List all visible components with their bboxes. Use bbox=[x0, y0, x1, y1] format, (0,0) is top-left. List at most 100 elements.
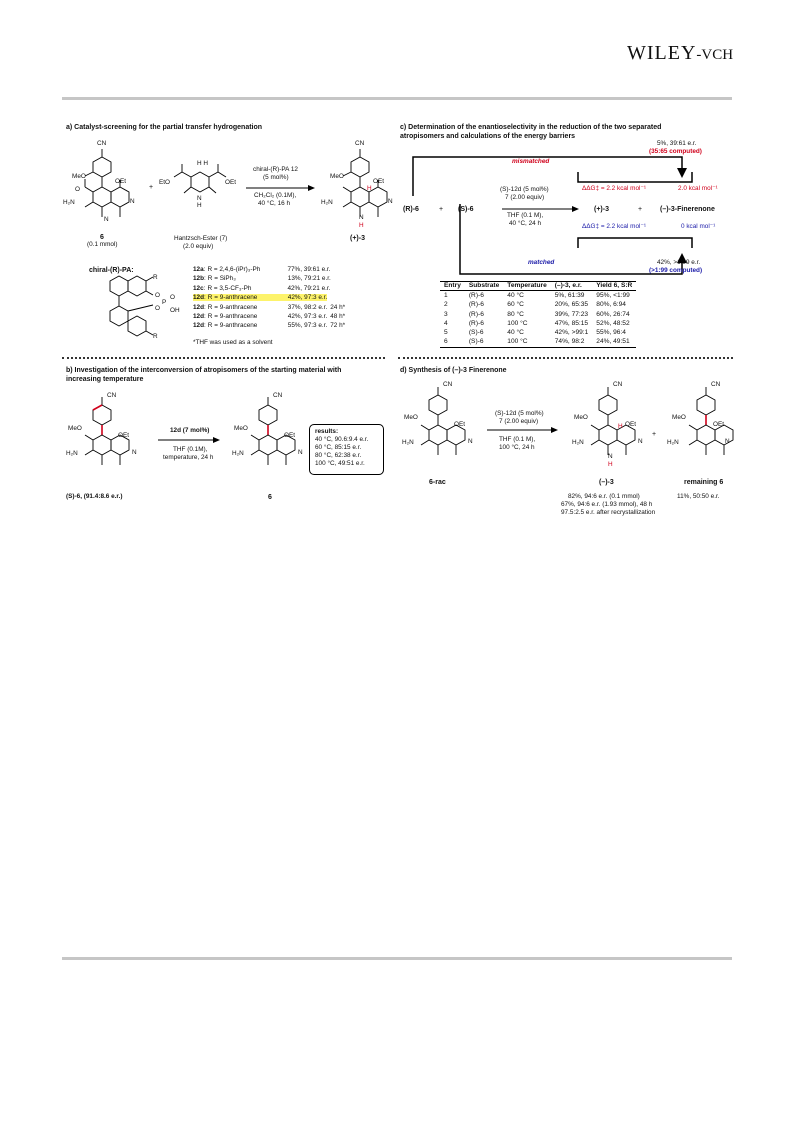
table-cell: (R)-6 bbox=[468, 292, 484, 299]
result-40: 40 °C, 90.6:9.4 e.r. bbox=[315, 436, 369, 443]
h2n-label-6: H₂N bbox=[63, 199, 75, 206]
sm-label-b: (S)-6, (91.4:8.6 e.r.) bbox=[66, 493, 123, 500]
o-label-cat-2: O bbox=[170, 294, 175, 301]
o-label-cat-3: O bbox=[155, 305, 160, 312]
n-label-r6: N bbox=[725, 438, 730, 445]
hantzsch-equiv: (2.0 equiv) bbox=[183, 243, 214, 250]
panel-a-title: a) Catalyst-screening for the partial tr… bbox=[66, 124, 263, 131]
h2n-label-r6: H₂N bbox=[667, 439, 679, 446]
catalyst-result: 37%, 98:2 e.r. bbox=[287, 303, 328, 311]
sm-amount: (0.1 mmol) bbox=[87, 241, 118, 248]
panel-d-title: d) Synthesis of (–)-3 Finerenone bbox=[400, 367, 507, 374]
catalyst-r: R = 9-anthracene bbox=[207, 322, 258, 330]
result-d-1: 82%, 94:6 e.r. (0.1 mmol) bbox=[568, 493, 640, 500]
matched-result: 42%, >1:99 e.r. bbox=[657, 259, 701, 266]
nh-label-m3: N bbox=[608, 453, 613, 460]
catalyst-id: 12c bbox=[193, 284, 204, 292]
table-cell: 39%, 77:23 bbox=[554, 310, 589, 318]
table-header: Yield 6, S:R bbox=[592, 281, 637, 291]
catalyst-id: 12d bbox=[193, 303, 205, 311]
results-box: results: 40 °C, 90.6:9.4 e.r. 60 °C, 85:… bbox=[309, 424, 384, 475]
results-title: results: bbox=[315, 428, 339, 435]
catalyst-label: chiral-(R)-PA: bbox=[89, 267, 134, 274]
cn-label-s6: CN bbox=[107, 392, 117, 399]
prod-plus-3: (+)-3 bbox=[594, 206, 609, 213]
catalyst-id: 12d bbox=[193, 312, 205, 320]
prod-finerenone: (–)-3-Finerenone bbox=[660, 206, 715, 213]
structure-s6 bbox=[84, 397, 130, 465]
h2n-label-6rac: H₂N bbox=[402, 439, 414, 446]
separator-c-d bbox=[398, 357, 733, 359]
n-label-6b: N bbox=[298, 449, 303, 456]
cond-b-2: temperature, 24 h bbox=[163, 454, 214, 461]
meo-label-r6: MeO bbox=[672, 414, 686, 421]
oet-label-6: OEt bbox=[115, 178, 127, 185]
meo-label-6: MeO bbox=[72, 173, 86, 180]
result-80: 80 °C, 62:38 e.r. bbox=[315, 452, 362, 459]
structure-6 bbox=[84, 149, 130, 217]
table-cell: 1 bbox=[444, 292, 448, 299]
separator-a-b bbox=[62, 357, 385, 359]
r6-label: (R)-6 bbox=[403, 206, 419, 213]
h2n-label-m3: H₂N bbox=[572, 439, 584, 446]
eto-label: EtO bbox=[159, 179, 171, 186]
table-cell: 100 °C bbox=[507, 319, 528, 327]
table-cell: 52%, 48:52 bbox=[596, 319, 630, 327]
meo-label-3: MeO bbox=[330, 173, 344, 180]
catalyst-r: R = 9-anthracene bbox=[207, 312, 258, 320]
o-label-cat-1: O bbox=[155, 292, 160, 299]
result-100: 100 °C, 49:51 e.r. bbox=[315, 460, 365, 467]
plus-c2: + bbox=[638, 206, 643, 213]
table-cell: 47%, 85:15 bbox=[554, 319, 589, 327]
table-cell: 24%, 49:51 bbox=[592, 337, 637, 348]
n-label-3: N bbox=[388, 198, 393, 205]
table-cell: 20%, 65:35 bbox=[554, 301, 589, 309]
catalyst-id: 12b bbox=[193, 275, 205, 283]
table-header: Substrate bbox=[464, 281, 504, 291]
s6-label: (S)-6 bbox=[458, 206, 474, 213]
reagent-d-1: (S)-12d (5 mol%) bbox=[495, 410, 544, 417]
h2n-label-3: H₂N bbox=[321, 199, 333, 206]
table-cell: 95%, <1:99 bbox=[596, 292, 630, 299]
table-cell: 80%, 6:94 bbox=[596, 301, 626, 309]
cn-label-r6: CN bbox=[711, 381, 721, 388]
catalyst-result: 55%, 97:3 e.r. bbox=[287, 322, 328, 330]
catalyst-note: 48 h* bbox=[330, 312, 346, 320]
meo-label-6rac: MeO bbox=[404, 414, 418, 421]
catalyst-id: 12d bbox=[193, 322, 205, 330]
structure-6-b bbox=[250, 397, 296, 465]
matched-computed: (>1:99 computed) bbox=[649, 267, 703, 274]
table-cell: 40 °C bbox=[507, 292, 524, 299]
reagent-b: 12d (7 mol%) bbox=[170, 427, 210, 434]
table-cell: (R)-6 bbox=[468, 319, 484, 327]
r-label-top: R bbox=[153, 274, 158, 281]
panel-b-title-2: increasing temperature bbox=[66, 376, 144, 383]
reaction-arrow-b bbox=[158, 437, 220, 443]
meo-label-s6: MeO bbox=[68, 425, 82, 432]
structure-minus-3 bbox=[590, 387, 636, 455]
mismatched-result: 5%, 39:61 e.r. bbox=[657, 140, 697, 147]
sm-label-d: 6-rac bbox=[429, 479, 446, 486]
r-label-bottom: R bbox=[153, 333, 158, 340]
oet-label-6b: OEt bbox=[284, 432, 296, 439]
catalyst-note: 72 h* bbox=[330, 322, 346, 330]
matched-label: matched bbox=[528, 259, 555, 266]
cond-c-1: THF (0.1 M), bbox=[507, 212, 544, 219]
meo-label-6b: MeO bbox=[234, 425, 248, 432]
mismatched-computed: (35:65 computed) bbox=[649, 148, 702, 155]
structure-catalyst bbox=[109, 275, 154, 337]
reagent-a-1: chiral-(R)-PA 12 bbox=[253, 166, 298, 173]
reagent-c-1: (S)-12d (5 mol%) bbox=[500, 186, 549, 193]
cond-b-1: THF (0.1M), bbox=[173, 446, 208, 453]
table-cell: 40 °C bbox=[507, 329, 524, 337]
table-header: Temperature bbox=[503, 281, 551, 291]
h-label-hantzsch: H bbox=[197, 202, 202, 209]
